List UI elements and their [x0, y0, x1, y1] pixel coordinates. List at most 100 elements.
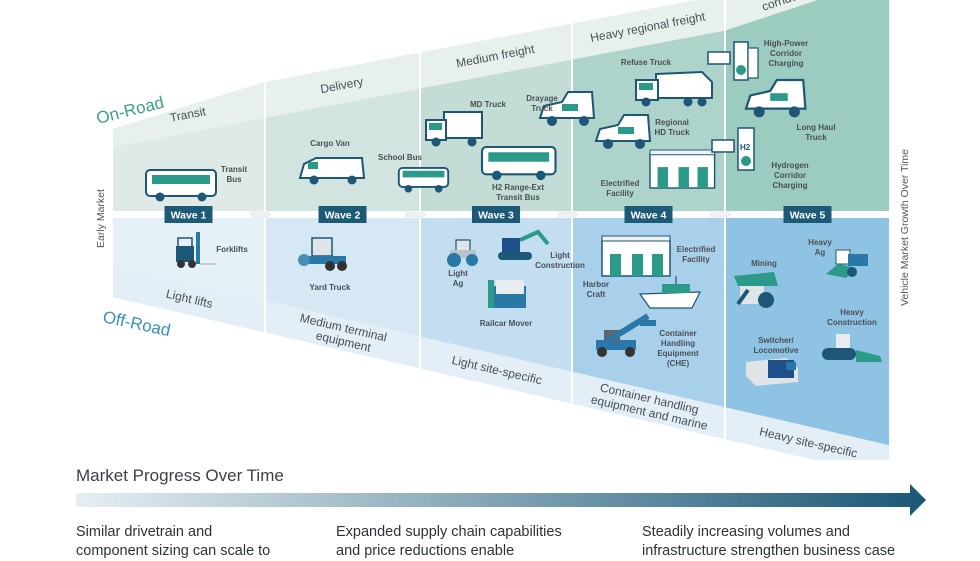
vehicle-label: Facility	[682, 255, 710, 264]
mining-truck-icon	[734, 272, 778, 308]
van-icon	[298, 157, 366, 185]
bus-icon	[480, 145, 557, 181]
railcar-mover-icon	[488, 280, 526, 308]
vehicle-label: Construction	[535, 261, 585, 270]
vehicle-label: Truck	[805, 133, 827, 142]
wave-badge-1: Wave 1	[164, 206, 213, 223]
on-road-title-band-1	[113, 82, 264, 147]
vehicle-label: Drayage	[526, 94, 558, 103]
charger-icon	[707, 41, 759, 81]
on-road-title-band-3	[421, 23, 571, 89]
vehicle-label: Forklifts	[216, 245, 248, 254]
wave-badge-3: Wave 3	[472, 206, 520, 223]
vehicle-label: Equipment	[657, 349, 699, 358]
off-road-title-band-5	[726, 407, 889, 460]
refuse-truck-icon	[635, 70, 713, 107]
vehicle-label: Corridor	[774, 171, 806, 180]
semi-truck-icon	[538, 91, 596, 126]
vehicle-label: Heavy	[840, 308, 864, 317]
vehicle-label: Refuse Truck	[621, 58, 672, 67]
vehicle-label: Switcher/	[758, 336, 794, 345]
footer-column-1: Similar drivetrain and component sizing …	[76, 523, 376, 561]
off-road-segment-5	[726, 218, 889, 446]
vehicle-label: Electrified	[601, 179, 640, 188]
school-bus-icon	[397, 166, 450, 193]
vehicle-label: Charging	[772, 181, 807, 190]
vehicle-label: Electrified	[677, 245, 716, 254]
wave-chevron-icon	[250, 211, 272, 218]
wave-chevron-icon	[405, 211, 427, 218]
vehicle-label: Mining	[751, 259, 777, 268]
vehicle-label: Railcar Mover	[480, 319, 532, 328]
combine-icon	[826, 249, 868, 278]
vehicle-label: Transit Bus	[496, 193, 540, 202]
market-growth-label: Vehicle Market Growth Over Time	[899, 149, 911, 306]
on-road-title-band-4	[573, 0, 724, 60]
footer-column-3: Steadily increasing volumes and infrastr…	[642, 523, 972, 561]
vehicle-label: Long Haul	[796, 123, 835, 132]
vehicle-label: Light	[448, 269, 468, 278]
forklift-icon	[176, 232, 216, 268]
wave-chevron-icon	[710, 211, 732, 218]
vehicle-label: High-Power	[764, 39, 808, 48]
vehicle-label: H2 Range-Ext	[492, 183, 544, 192]
vehicle-label: Truck	[531, 104, 553, 113]
progress-arrow-shape	[76, 484, 926, 516]
off-road-label: Off-Road	[101, 307, 172, 340]
vehicle-label: School Bus	[378, 153, 423, 162]
facility-icon	[649, 149, 716, 189]
off-road-title-band-1	[113, 265, 264, 333]
vehicle-label: Handling	[661, 339, 695, 348]
svg-text:H2: H2	[740, 143, 751, 152]
wave-label: Wave 3	[478, 210, 514, 222]
vehicle-label: Ag	[815, 248, 826, 257]
vehicle-label: Yard Truck	[310, 283, 351, 292]
vehicle-label: Craft	[587, 290, 606, 299]
yard-truck-icon	[298, 237, 347, 271]
vehicle-label: Ag	[453, 279, 464, 288]
footer-column-2-line-1: Expanded supply chain capabilities	[336, 524, 562, 540]
vehicle-label: Regional	[655, 118, 689, 127]
vehicle-label: Charging	[768, 59, 803, 68]
on-road-segment-title-1: Transit	[169, 104, 208, 125]
facility-icon	[601, 235, 671, 277]
footer-column-2: Expanded supply chain capabilities and p…	[336, 523, 636, 561]
locomotive-icon	[746, 358, 798, 386]
wave-badge-2: Wave 2	[318, 206, 367, 223]
off-road-segment-2	[266, 218, 419, 337]
wave-badge-4: Wave 4	[624, 206, 673, 223]
boat-icon	[638, 276, 701, 309]
footer-column-1-line-1: Similar drivetrain and	[76, 524, 213, 540]
on-road-title-band-5	[726, 0, 818, 31]
vehicle-label: Corridor	[770, 49, 802, 58]
vehicle-label: Bus	[226, 175, 242, 184]
wave-label: Wave 1	[171, 210, 207, 222]
wave-label: Wave 4	[631, 210, 667, 222]
off-road-title-band-3	[421, 336, 571, 404]
market-progress-title: Market Progress Over Time	[76, 466, 284, 485]
vehicle-label: Facility	[606, 189, 634, 198]
excavator-icon	[498, 229, 550, 260]
bulldozer-icon	[822, 334, 882, 362]
on-road-segment-5	[726, 0, 889, 211]
progress-arrow	[76, 484, 926, 516]
on-road-segment-2	[266, 88, 419, 211]
vehicle-label: Transit	[221, 165, 248, 174]
reach-stacker-icon	[596, 313, 656, 357]
vehicle-label: Container	[659, 329, 696, 338]
tractor-icon	[447, 239, 478, 267]
early-market-label: Early Market	[95, 189, 107, 248]
off-road-title-band-2	[266, 300, 419, 369]
off-road-title-band-4	[573, 371, 724, 439]
semi-truck-icon	[594, 114, 652, 149]
vehicle-label: MD Truck	[470, 100, 507, 109]
vehicle-label: Harbor	[583, 280, 609, 289]
vehicle-label: (CHE)	[667, 359, 690, 368]
vehicle-label: HD Truck	[654, 128, 690, 137]
box-truck-icon	[425, 111, 483, 147]
vehicle-label: Construction	[827, 318, 877, 327]
wave-label: Wave 5	[790, 210, 826, 222]
vehicle-label: Cargo Van	[310, 139, 350, 148]
vehicle-label: Heavy	[808, 238, 832, 247]
